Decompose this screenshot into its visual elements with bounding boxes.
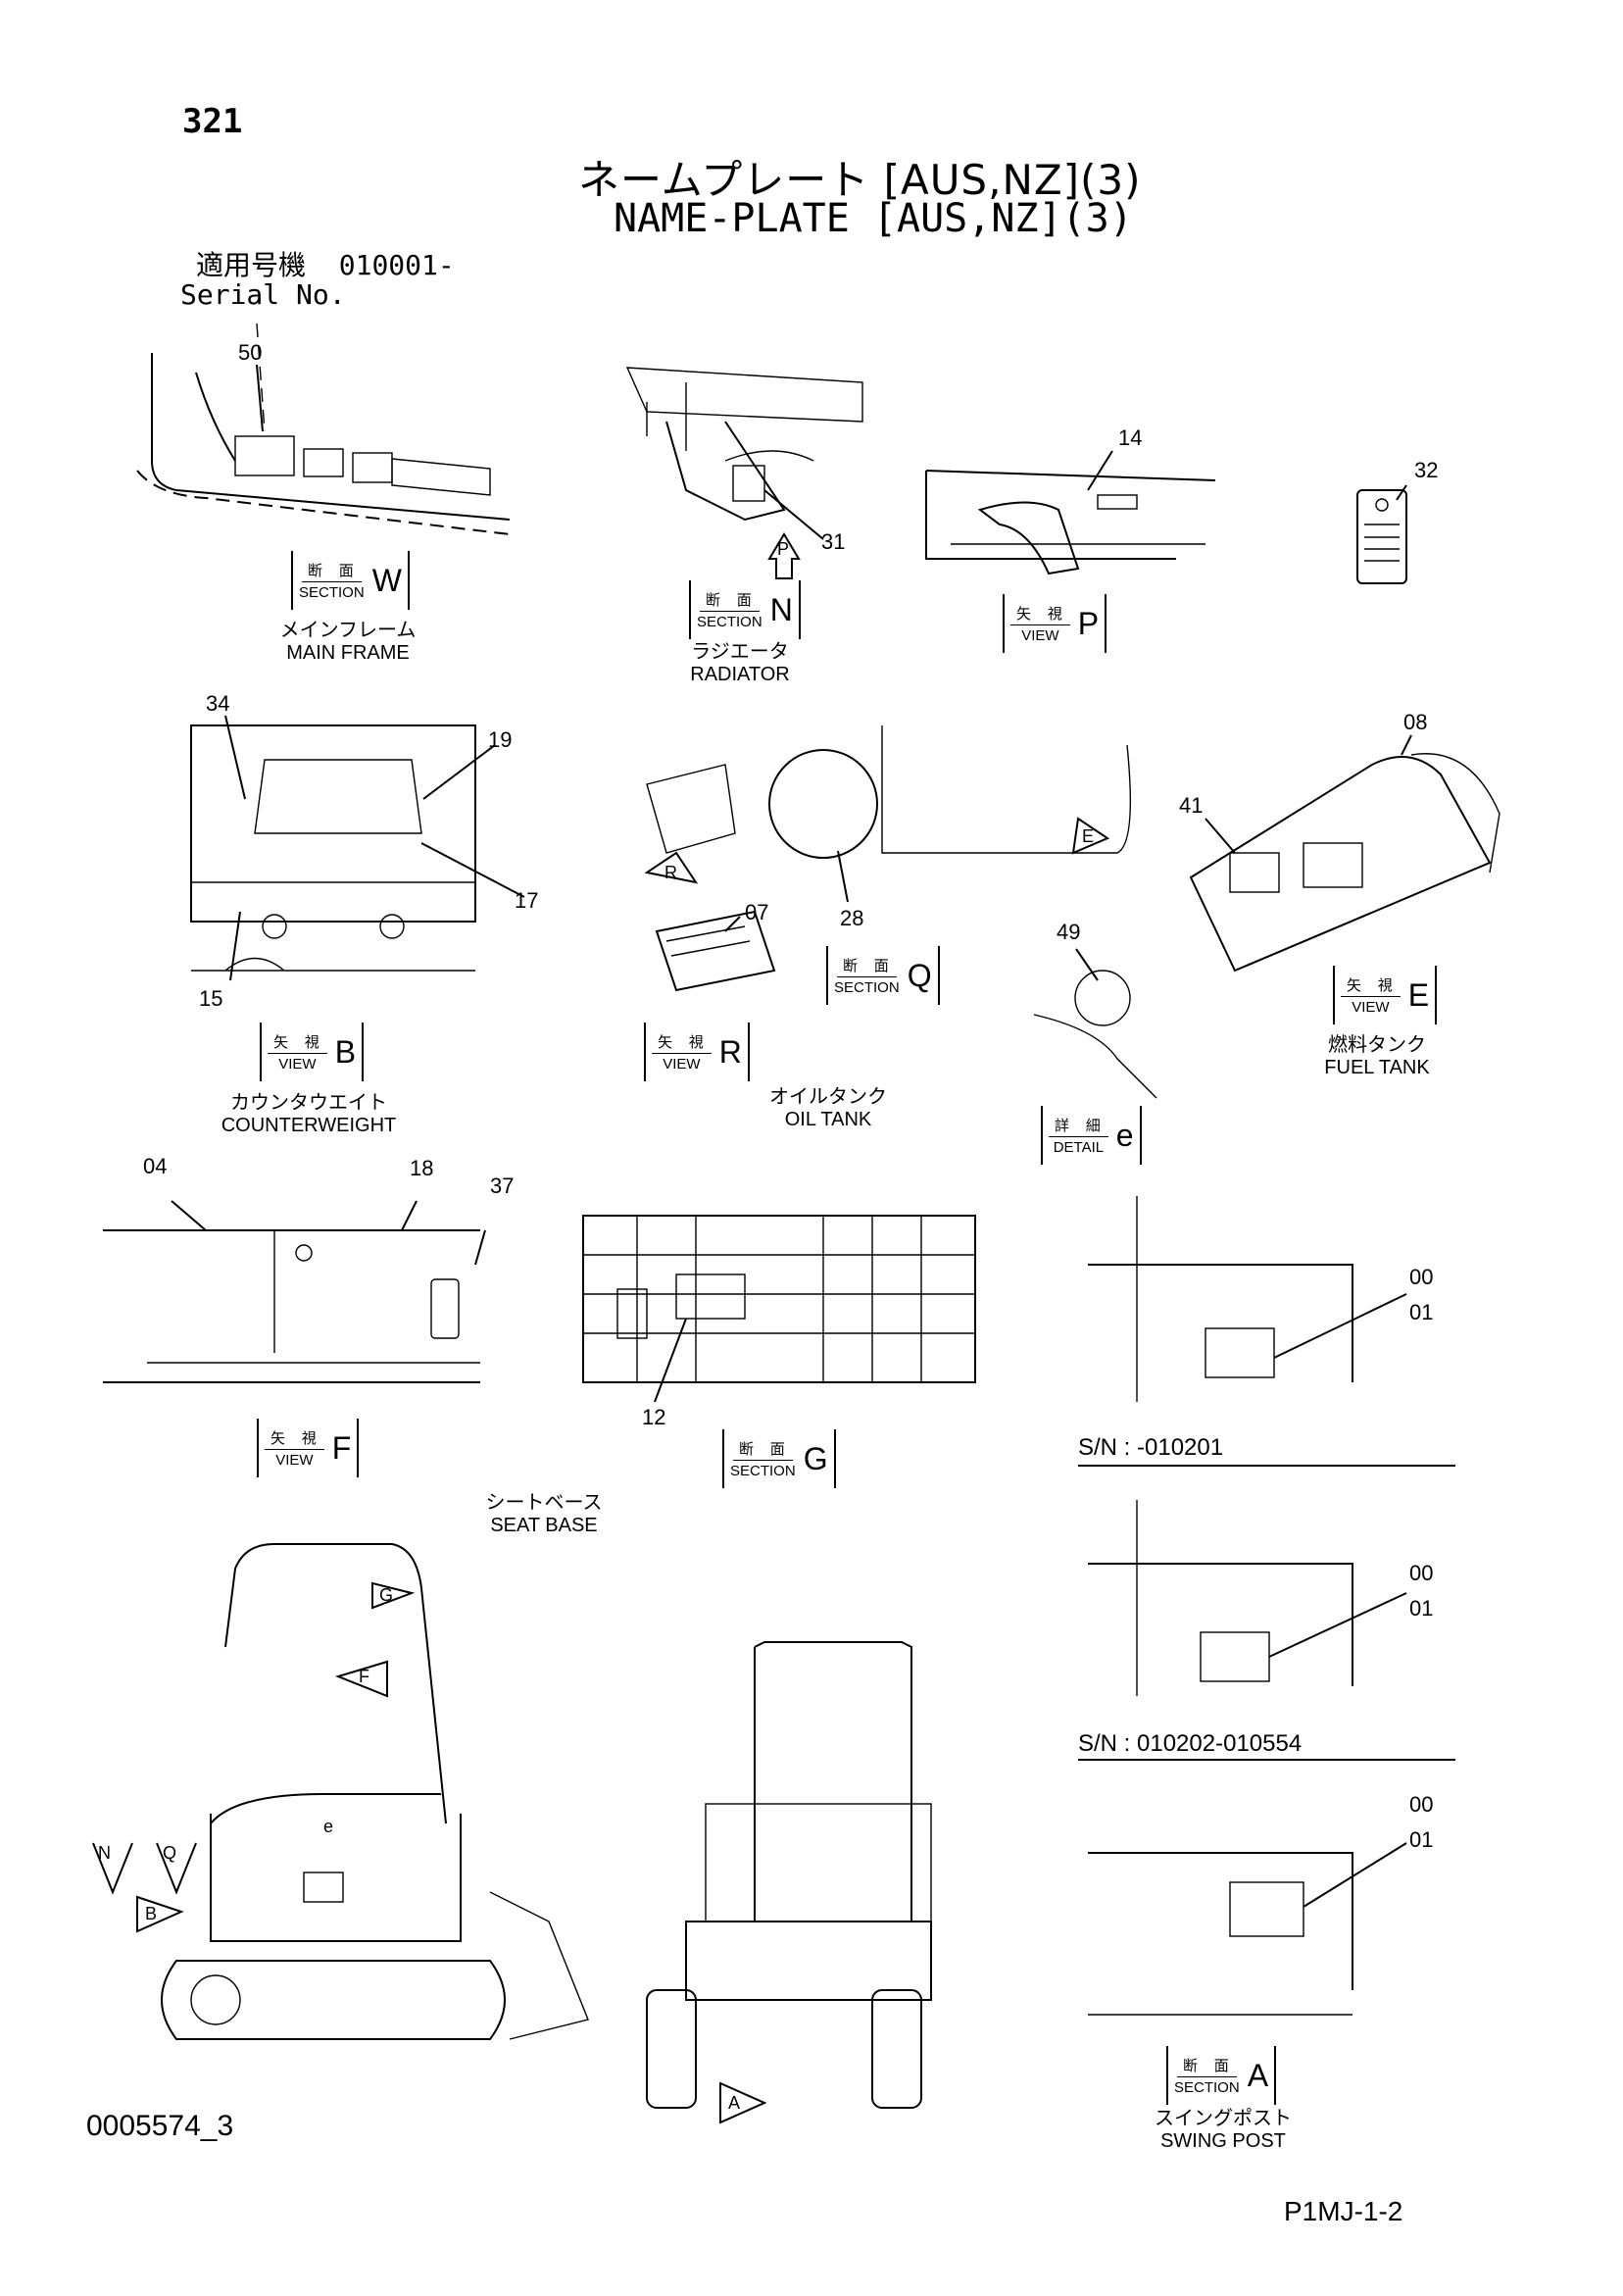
main-frame-drawing (136, 323, 511, 535)
arrow-label-e: E (1082, 826, 1095, 846)
callout-17: 17 (515, 888, 539, 913)
leader-lines (171, 364, 1412, 1908)
drawing-id: 0005574_3 (86, 2110, 234, 2142)
serial-value: 010001- (338, 249, 455, 281)
callout-08: 08 (1403, 710, 1428, 734)
radiator-drawing (625, 367, 863, 522)
counterweight-drawing (190, 724, 476, 972)
excavator-rear-drawing (646, 1641, 932, 2109)
swing-post-3-drawing (1088, 1852, 1353, 2016)
callout-31: 31 (821, 529, 846, 554)
swing-post-1-drawing (1078, 1196, 1455, 1467)
oil-tank-drawing (646, 725, 1132, 992)
callout-18: 18 (410, 1156, 434, 1180)
arrow-label-p: P (777, 539, 790, 559)
arrow-label-n: N (98, 1843, 111, 1863)
callout-15: 15 (199, 986, 223, 1011)
arrow-label-r: R (664, 863, 677, 882)
callout-28: 28 (840, 906, 864, 930)
callout-50: 50 (238, 340, 263, 365)
callout-41: 41 (1179, 793, 1204, 818)
callout-14: 14 (1118, 425, 1143, 450)
swing-post-2-drawing (1078, 1500, 1455, 1761)
callout-07: 07 (745, 900, 769, 924)
serial-label-en: Serial No. (180, 278, 346, 311)
callout-19: 19 (488, 727, 513, 752)
serial-range-2: S/N : 010202-010554 (1078, 1730, 1303, 1757)
callout-32: 32 (1414, 458, 1439, 482)
arrow-label-f: F (359, 1667, 369, 1686)
callout-37: 37 (490, 1173, 515, 1198)
page-code: P1MJ-1-2 (1284, 2196, 1403, 2226)
callout-12: 12 (642, 1405, 666, 1429)
arrow-label-detail-e: e (323, 1817, 334, 1836)
fuel-tank-drawing (1189, 753, 1500, 973)
callout-04: 04 (143, 1154, 168, 1178)
callout-34: 34 (206, 691, 230, 716)
arrow-label-a: A (728, 2093, 741, 2113)
arrow-label-q: Q (163, 1843, 177, 1863)
detail-e-drawing (1033, 970, 1157, 1099)
arrow-label-g: G (379, 1585, 394, 1605)
callout-49: 49 (1057, 920, 1081, 944)
arrow-label-b: B (145, 1904, 158, 1923)
tag-32-drawing (1356, 489, 1407, 584)
serial-block: 適用号機 010001- Serial No. (180, 249, 455, 310)
section-g-drawing (582, 1215, 976, 1383)
serial-range-1: S/N : -010201 (1078, 1434, 1224, 1461)
excavator-side-drawing (161, 1543, 589, 2040)
title-english: NAME-PLATE [AUS,NZ](3) (614, 196, 1133, 241)
view-p-drawing (925, 470, 1216, 575)
serial-label-jp: 適用号機 (196, 249, 307, 281)
page-number: 321 (182, 102, 243, 141)
title-japanese: ネームプレート [AUS,NZ](3) (578, 156, 1142, 204)
view-arrows (92, 532, 1110, 2124)
view-f-drawing (103, 1229, 480, 1383)
